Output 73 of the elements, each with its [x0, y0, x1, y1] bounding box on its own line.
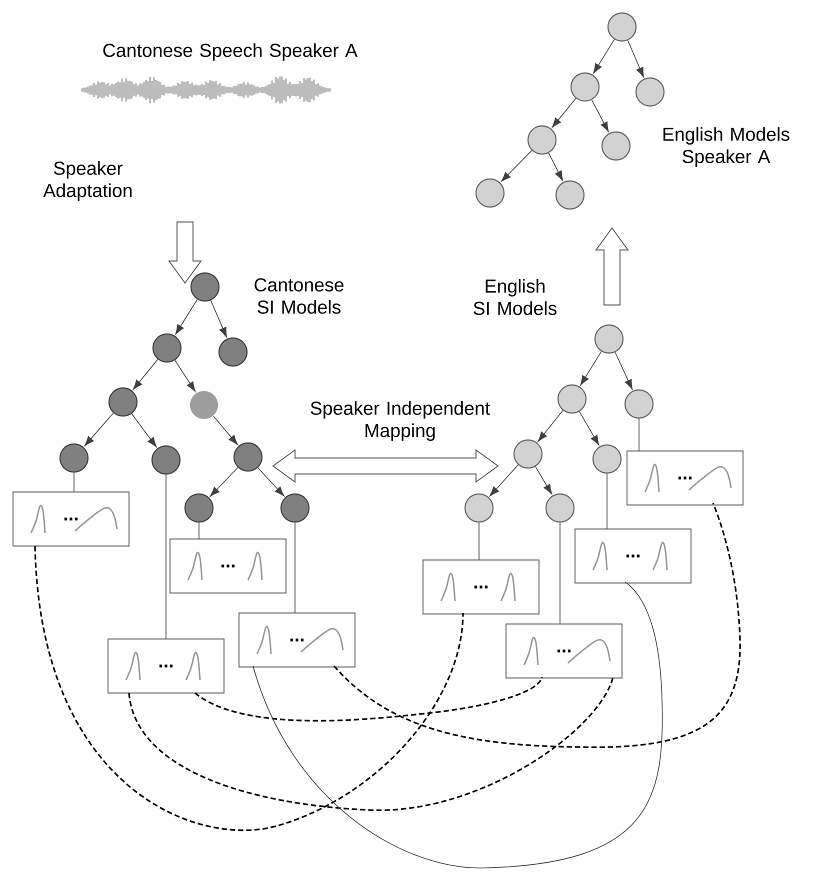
distribution-box: ... [108, 638, 224, 694]
tree-node [513, 439, 543, 469]
tree-node [635, 77, 665, 107]
distribution-box: ... [626, 450, 744, 506]
distribution-box: ... [238, 612, 356, 668]
block-arrow [168, 222, 202, 284]
arrow [548, 152, 563, 181]
caption-text: English Models Speaker A [663, 127, 790, 167]
tree-node [555, 180, 585, 210]
arrow [175, 298, 198, 335]
arrow [627, 40, 644, 78]
arrow [131, 413, 157, 448]
arrow [257, 467, 284, 496]
tree-node [557, 384, 587, 414]
arrow [490, 464, 519, 496]
block-arrow [595, 227, 629, 306]
tree-node [190, 272, 220, 302]
edge-label: Speaker Independent Mapping [310, 401, 490, 441]
arrow [614, 352, 633, 390]
tree-node [190, 391, 218, 419]
arrow [501, 150, 532, 182]
connector-line [638, 418, 640, 451]
arrow [213, 416, 238, 445]
arrow [210, 467, 238, 497]
tree-node [108, 387, 138, 417]
dashed-curve [194, 676, 543, 722]
tree-node [218, 337, 248, 367]
dashed-curve [128, 676, 614, 811]
caption-text: Cantonese Speech Speaker A [103, 43, 358, 61]
distribution-box: ... [422, 560, 540, 614]
curve-line [252, 582, 663, 868]
distribution-box: ... [12, 492, 130, 546]
connector-line [198, 522, 200, 539]
distribution-box: ... [170, 538, 286, 594]
caption-text: Cantonese SI Models [254, 278, 344, 314]
arrow [552, 98, 576, 128]
waveform-drawing [81, 76, 331, 104]
tree-node [570, 72, 600, 102]
tree-node [152, 333, 182, 363]
arrow [210, 300, 227, 338]
tree-node [624, 389, 654, 419]
arrow [84, 412, 114, 446]
tree-node [592, 444, 622, 474]
block-arrow [272, 449, 499, 483]
tree-node [601, 131, 631, 161]
arrow [538, 410, 564, 442]
tree-node [184, 493, 214, 523]
tree-node [607, 12, 637, 42]
connector-line [606, 473, 608, 529]
distribution-box: ... [574, 528, 692, 584]
distribution-box: ... [506, 624, 622, 678]
tree-node [527, 125, 557, 155]
tree-node [464, 493, 494, 523]
arrow [591, 100, 609, 132]
tree-node [475, 178, 505, 208]
arrow [174, 360, 196, 392]
arrow [578, 411, 600, 446]
tree-node [233, 442, 263, 472]
tree-node [280, 493, 310, 523]
arrow [580, 351, 602, 386]
tree-node [545, 493, 575, 523]
connector-line [294, 522, 296, 613]
tree-node [594, 324, 624, 354]
edge-label: Speaker Adaptation [43, 161, 132, 201]
caption-text: English SI Models [474, 279, 556, 316]
tree-node [59, 443, 89, 473]
tree-node [151, 445, 181, 475]
connector-line [478, 522, 480, 560]
dashed-curve [333, 502, 741, 748]
arrow [593, 39, 615, 74]
arrow [132, 358, 158, 390]
dashed-curve [34, 546, 464, 831]
arrow [535, 466, 552, 494]
